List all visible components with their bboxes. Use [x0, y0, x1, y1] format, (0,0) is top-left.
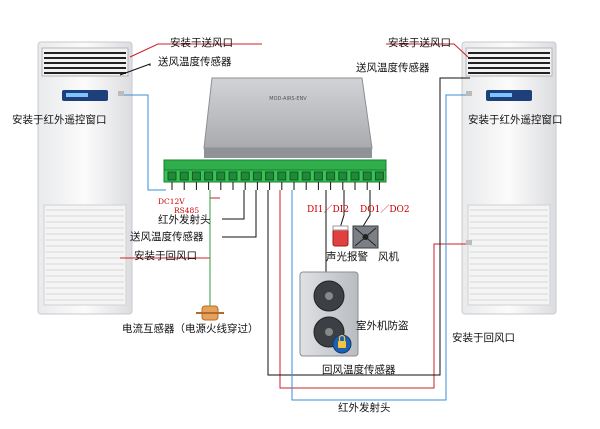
wire-ir-left — [120, 94, 166, 191]
left-ir-sensor — [118, 91, 124, 96]
terminal-screw — [289, 171, 299, 181]
wire-return-right — [279, 190, 466, 389]
wire-ir-right — [291, 94, 470, 401]
right-indoor-ac-unit — [461, 41, 557, 315]
wire-fan — [361, 190, 371, 229]
terminal-screw — [362, 171, 372, 181]
alarm-icon — [332, 225, 349, 247]
terminal-screw — [265, 171, 275, 181]
fan-icon — [352, 225, 379, 249]
left-indoor-ac-unit — [37, 41, 133, 315]
label-supply-sensor-mid: 送风温度传感器 — [130, 231, 204, 243]
terminal-screw — [313, 171, 323, 181]
terminal-screw — [240, 171, 250, 181]
terminal-screw — [191, 171, 201, 181]
wire-return-sensor — [267, 77, 470, 376]
label-return-outlet-left: 安装于回风口 — [134, 250, 197, 262]
terminal-screw — [338, 171, 348, 181]
label-ir-window-right: 安装于红外遥控窗口 — [468, 114, 563, 126]
right-ir-sensor — [466, 91, 472, 96]
right-return-grille — [467, 204, 551, 306]
terminal-screw — [228, 171, 238, 181]
label-di: DI1／DI2 — [307, 205, 349, 215]
current-transformer-icon — [196, 305, 224, 321]
terminal-screw — [204, 171, 214, 181]
wire-supply-sensor-mid — [222, 190, 257, 238]
label-return-outlet-right: 安装于回风口 — [452, 332, 515, 344]
wire-alarm — [339, 190, 345, 229]
label-ir-emitter-mid: 红外发射头 — [158, 214, 211, 226]
label-ir-window-left: 安装于红外遥控窗口 — [12, 114, 107, 126]
wiring — [119, 43, 470, 401]
label-return-sensor: 回风温度传感器 — [322, 364, 396, 376]
lock-icon — [332, 334, 352, 354]
label-supply-outlet-right: 安装于送风口 — [388, 37, 451, 49]
terminal-screw — [350, 171, 360, 181]
right-return-sensor — [466, 240, 472, 245]
controller-box: MOD-AIRS-ENV — [203, 77, 373, 158]
label-current-transformer: 电流互感器（电源火线穿过） — [122, 323, 259, 335]
terminal-screw — [374, 171, 384, 181]
wire-ir-emitter-mid — [222, 190, 245, 220]
left-return-grille — [43, 204, 127, 306]
terminal-screw — [326, 171, 336, 181]
controller-nameplate: MOD-AIRS-ENV — [269, 96, 307, 102]
outdoor-unit — [299, 271, 359, 357]
terminal-block — [163, 159, 387, 190]
terminal-screw — [252, 171, 262, 181]
label-ir-emitter-bottom: 红外发射头 — [338, 402, 391, 414]
terminal-screws — [167, 171, 384, 190]
left-supply-grille — [41, 47, 129, 77]
label-supply-sensor-left: 送风温度传感器 — [158, 56, 232, 68]
label-fan: 风机 — [378, 251, 399, 263]
label-supply-outlet-left: 安装于送风口 — [170, 37, 233, 49]
terminal-screw — [216, 171, 226, 181]
terminal-screw — [167, 171, 177, 181]
terminal-screw — [301, 171, 311, 181]
wire-supply-outlet-right — [386, 43, 469, 58]
label-supply-sensor-right: 送风温度传感器 — [356, 62, 430, 74]
right-supply-grille — [465, 47, 553, 77]
label-alarm: 声光报警 — [326, 251, 368, 263]
label-do: DO1／DO2 — [360, 205, 410, 215]
label-rs485: RS485 — [174, 206, 200, 215]
label-dc12v: DC12V — [158, 197, 185, 206]
terminal-screw — [277, 171, 287, 181]
wire-supply-temp-left — [119, 63, 151, 76]
wire-supply-sensor-left — [129, 43, 262, 58]
terminal-screw — [179, 171, 189, 181]
label-outdoor-antitheft: 室外机防盗 — [356, 320, 409, 332]
